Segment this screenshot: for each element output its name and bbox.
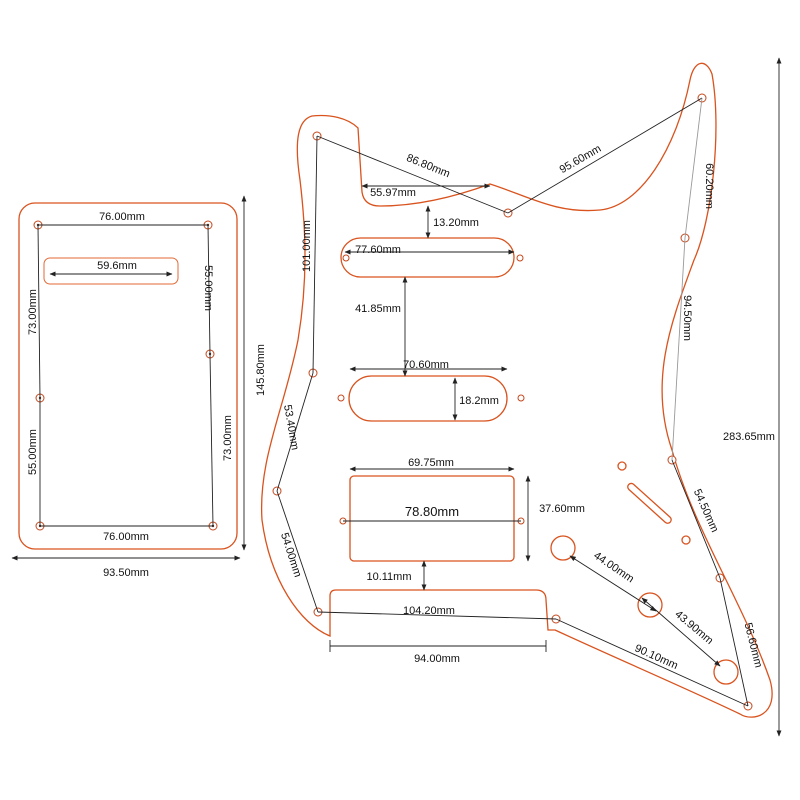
middle-pickup-width-label: 70.60mm <box>403 359 449 371</box>
back-plate-right-upper-label: 55.00mm <box>202 265 214 311</box>
pickguard: 86.80mm 55.97mm 95.60mm 60.20mm 13.20mm … <box>260 57 782 737</box>
small-hole <box>617 461 627 471</box>
upper-right-edge-label: 60.20mm <box>703 163 715 209</box>
humbucker-cutout <box>349 475 515 562</box>
back-plate-top-width-label: 76.00mm <box>99 211 145 223</box>
pickguard-outline <box>260 62 773 718</box>
spring-slot <box>43 257 179 285</box>
back-plate-bottom-width-label: 76.00mm <box>103 531 149 543</box>
volume-knob-hole <box>550 535 576 561</box>
screw-hole <box>337 394 345 402</box>
humbucker-screw-span-label: 78.80mm <box>405 504 459 519</box>
humbucker-height-label: 37.60mm <box>539 503 585 515</box>
left-lower-edge-label: 54.00mm <box>278 531 304 578</box>
right-lower-edge-label: 54.50mm <box>691 487 721 534</box>
middle-pickup-height-label: 18.2mm <box>459 395 499 407</box>
bridge-span-label: 104.20mm <box>403 605 455 617</box>
pickguard-screw-holes <box>272 93 753 711</box>
slot-width-label: 59.6mm <box>97 260 137 272</box>
screw-hole <box>342 254 350 262</box>
humbucker-width-label: 69.75mm <box>408 457 454 469</box>
middle-pickup-cutout <box>348 375 508 422</box>
top-left-span-label: 86.80mm <box>405 152 452 180</box>
left-mid-edge-label: 53.40mm <box>281 404 301 451</box>
back-plate-right-lower-label: 73.00mm <box>222 415 234 461</box>
knob-spacing-1-label: 44.00mm <box>591 550 636 586</box>
bottom-gap-label: 10.11mm <box>366 571 411 583</box>
back-plate-outline <box>18 202 238 550</box>
screw-hole <box>517 394 525 402</box>
selector-switch-slot <box>627 482 672 524</box>
left-upper-edge-label: 101.00mm <box>301 220 313 272</box>
back-plate-dimension-lines <box>11 195 247 561</box>
right-mid-edge-label: 94.50mm <box>681 295 693 341</box>
pickguard-dimension-lines <box>276 57 782 737</box>
screw-hole <box>516 254 524 262</box>
top-right-span-label: 95.60mm <box>558 143 604 176</box>
tone-knob-hole-2 <box>713 659 739 685</box>
small-hole <box>681 535 691 545</box>
right-bottom-edge-label: 56.60mm <box>742 622 765 669</box>
bridge-cutout-width-label: 94.00mm <box>414 653 460 665</box>
back-plate: 76.00mm 59.6mm 73.00mm 55.00mm 55.00mm 7… <box>11 195 267 579</box>
knob-spacing-2-label: 43.90mm <box>673 608 716 647</box>
neck-notch-label: 55.97mm <box>370 187 416 199</box>
neck-pickup-width-label: 77.60mm <box>355 244 401 256</box>
neck-gap-label: 13.20mm <box>433 217 479 229</box>
pickup-spacing-label: 41.85mm <box>355 303 401 315</box>
back-plate-width-label: 93.50mm <box>103 567 149 579</box>
back-plate-left-upper-label: 73.00mm <box>27 289 39 335</box>
back-plate-height-label: 145.80mm <box>255 344 267 396</box>
back-plate-left-lower-label: 55.00mm <box>27 429 39 475</box>
overall-height-label: 283.65mm <box>723 431 775 443</box>
